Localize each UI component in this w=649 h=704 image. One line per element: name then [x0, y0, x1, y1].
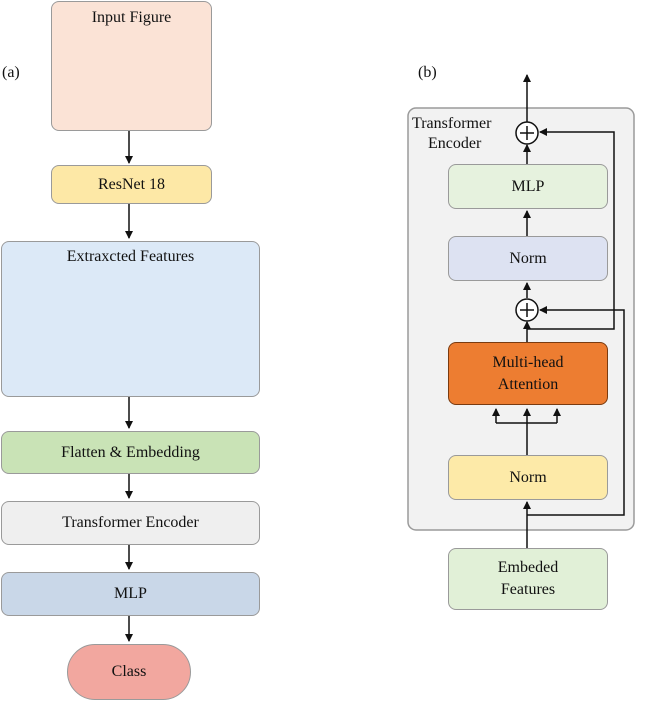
features-box: Extraxcted Features — [1, 241, 260, 397]
flatten-embedding-label: Flatten & Embedding — [61, 443, 200, 461]
mlp-box-b: MLP — [448, 164, 608, 209]
panel-b-label: (b) — [418, 64, 437, 81]
residual-add-upper — [515, 121, 539, 145]
transformer-encoder-label: Transformer Encoder — [62, 514, 199, 531]
norm-top-box: Norm — [448, 236, 608, 281]
mlp-label-b: MLP — [511, 177, 545, 195]
class-box: Class — [67, 644, 191, 700]
transformer-encoder-box: Transformer Encoder — [1, 501, 260, 545]
norm-bottom-box: Norm — [448, 455, 608, 500]
attention-label-line1: Multi-head — [492, 353, 564, 371]
panel-a-label: (a) — [2, 64, 20, 81]
panel-b-connectors — [492, 74, 625, 548]
mlp-box-a: MLP — [1, 572, 260, 616]
input-figure-box: Input Figure — [51, 1, 212, 131]
encoder-title: Transformer Encoder — [412, 114, 491, 154]
norm-bottom-label: Norm — [509, 468, 547, 486]
embedded-label-line1: Embeded — [497, 559, 559, 576]
encoder-title-line1: Transformer — [412, 115, 492, 132]
features-title: Extraxcted Features — [66, 248, 195, 265]
encoder-title-line2: Encoder — [428, 135, 482, 152]
mlp-label-a: MLP — [114, 585, 147, 602]
resnet-box: ResNet 18 — [51, 165, 212, 204]
flatten-embedding-box: Flatten & Embedding — [1, 431, 260, 474]
input-figure-title: Input Figure — [91, 9, 172, 26]
class-label: Class — [111, 663, 147, 680]
attention-box: Multi-head Attention — [448, 342, 608, 405]
attention-label-line2: Attention — [497, 375, 559, 393]
residual-add-lower — [515, 298, 539, 322]
embedded-features-box: Embeded Features — [448, 548, 608, 610]
embedded-label-line2: Features — [500, 581, 556, 598]
norm-top-label: Norm — [509, 249, 547, 267]
resnet-label: ResNet 18 — [97, 175, 166, 193]
